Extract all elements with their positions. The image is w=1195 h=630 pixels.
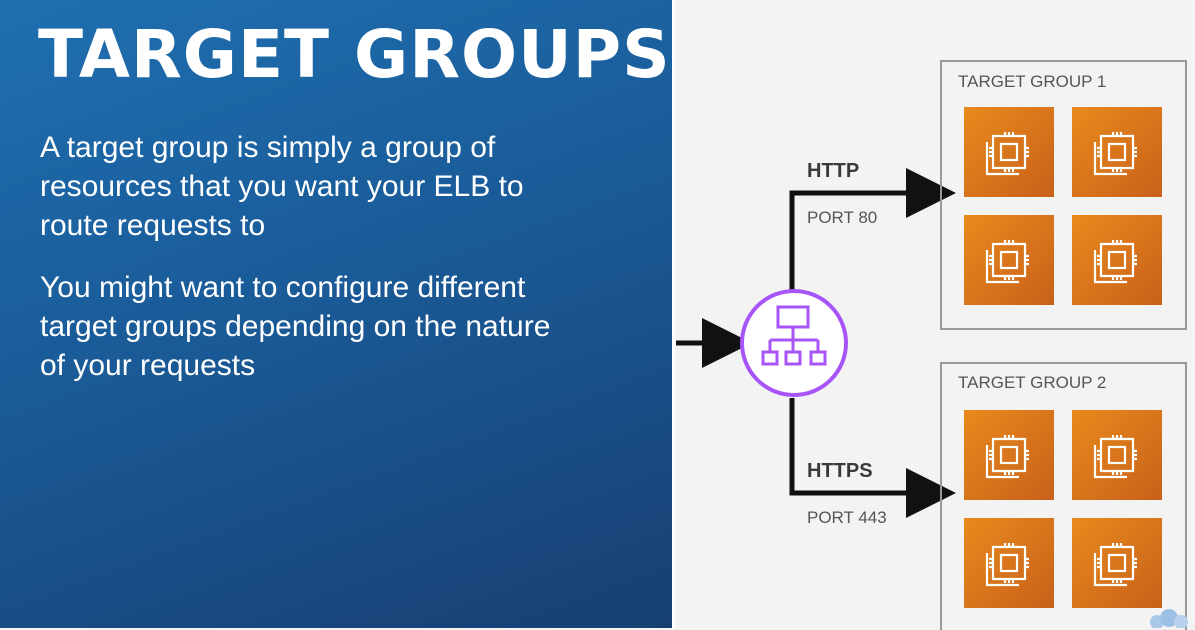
ec2-instance-icon [964, 215, 1054, 305]
paragraph-target-group-definition: A target group is simply a group of reso… [40, 131, 524, 242]
load-balancer-icon [740, 289, 848, 397]
route-port-80: PORT 80 [807, 208, 878, 227]
route-port-443: PORT 443 [807, 508, 887, 527]
ec2-instance-icon [1072, 107, 1162, 197]
target-group-1-title: TARGET GROUP 1 [958, 72, 1107, 91]
target-group-2-title: TARGET GROUP 2 [958, 373, 1107, 392]
route-protocol-https: HTTPS [807, 460, 873, 482]
ec2-instance-icon [1072, 410, 1162, 500]
text-panel: TARGET GROUPS A target group is simply a… [0, 0, 672, 628]
panel-divider [672, 0, 675, 628]
cloud-logo-icon [1150, 609, 1188, 628]
route-arrow-https [789, 398, 956, 518]
ec2-instance-icon [1072, 215, 1162, 305]
ec2-instance-icon [964, 410, 1054, 500]
target-group-1 [940, 60, 1187, 330]
route-arrow-http [789, 168, 956, 290]
ec2-instance-icon [964, 107, 1054, 197]
target-group-2 [940, 362, 1187, 630]
ec2-instance-icon [964, 518, 1054, 608]
page-title: TARGET GROUPS [38, 16, 671, 93]
ec2-instance-icon [1072, 518, 1162, 608]
route-protocol-http: HTTP [807, 160, 860, 182]
paragraph-target-group-config: You might want to configure different ta… [40, 271, 551, 382]
